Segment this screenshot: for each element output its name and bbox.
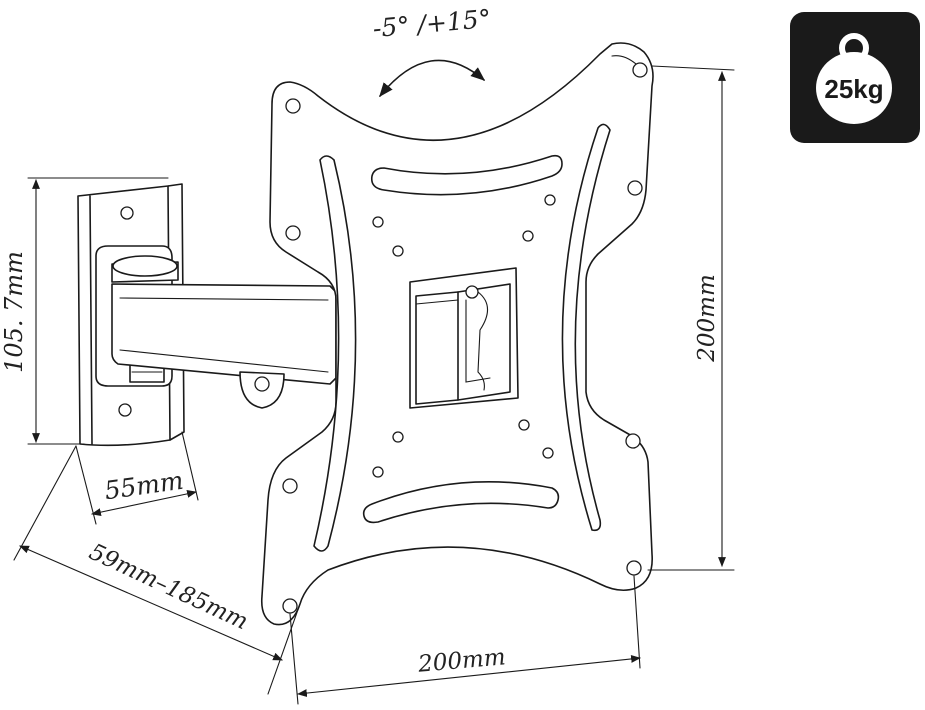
arm-extension-label: 59mm–185mm	[85, 539, 252, 635]
plate-height-label: 105. 7mm	[0, 251, 28, 373]
plate-width-dimension	[75, 431, 199, 525]
plate-width-label: 55mm	[103, 466, 185, 506]
arm-extension-dimension	[13, 445, 301, 695]
plate-height-dimension	[27, 177, 169, 445]
weight-badge-value: 25kg	[824, 74, 883, 104]
tilt-arrow	[379, 59, 486, 98]
vesa-width-label: 200mm	[416, 644, 506, 678]
weight-icon	[816, 33, 892, 124]
vesa-plate	[260, 42, 654, 626]
vesa-height-label: 200mm	[694, 274, 720, 363]
vesa-width-dimension	[289, 575, 641, 705]
weight-badge: 25kg	[790, 12, 920, 143]
tilt-label: -5° /+15°	[372, 4, 493, 43]
vesa-height-dimension	[647, 65, 735, 571]
